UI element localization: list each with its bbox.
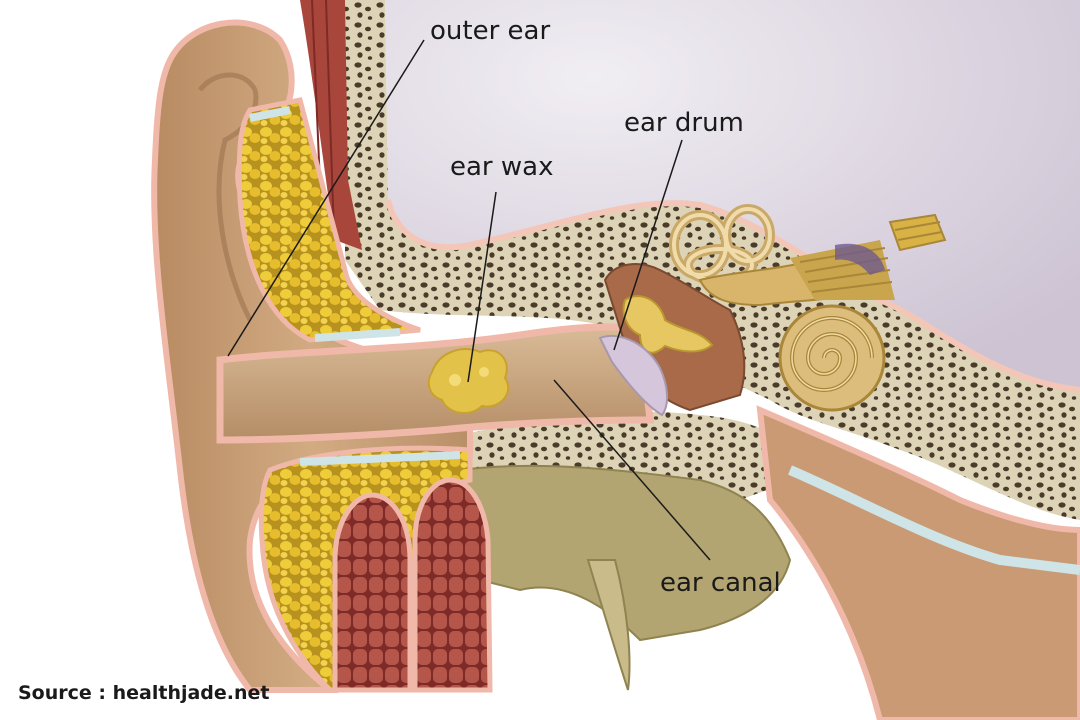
leader-line-ear-wax [467,191,497,383]
muscle-column-left [332,492,413,693]
muscle-column-right [412,477,493,693]
nerve-fragment [888,213,947,252]
cochlea [778,304,886,412]
label-ear-drum: ear drum [624,108,744,138]
leader-lines [227,39,711,561]
styloid-process [586,559,631,691]
cranial-cavity [385,0,1080,390]
upper-fat-tissue [236,97,421,343]
tympanic-membrane [598,334,668,417]
leader-line-outer-ear [227,39,425,357]
label-outer-ear: outer ear [430,16,551,46]
label-ear-wax: ear wax [450,152,554,182]
source-credit: Source : healthjade.net [18,682,270,704]
soft-tissue [458,464,792,642]
leader-line-ear-canal [553,379,711,561]
temporal-bone-upper [345,0,1080,520]
label-ear-canal: ear canal [660,568,781,598]
ossicles [622,295,714,354]
leader-line-ear-drum [613,139,683,351]
